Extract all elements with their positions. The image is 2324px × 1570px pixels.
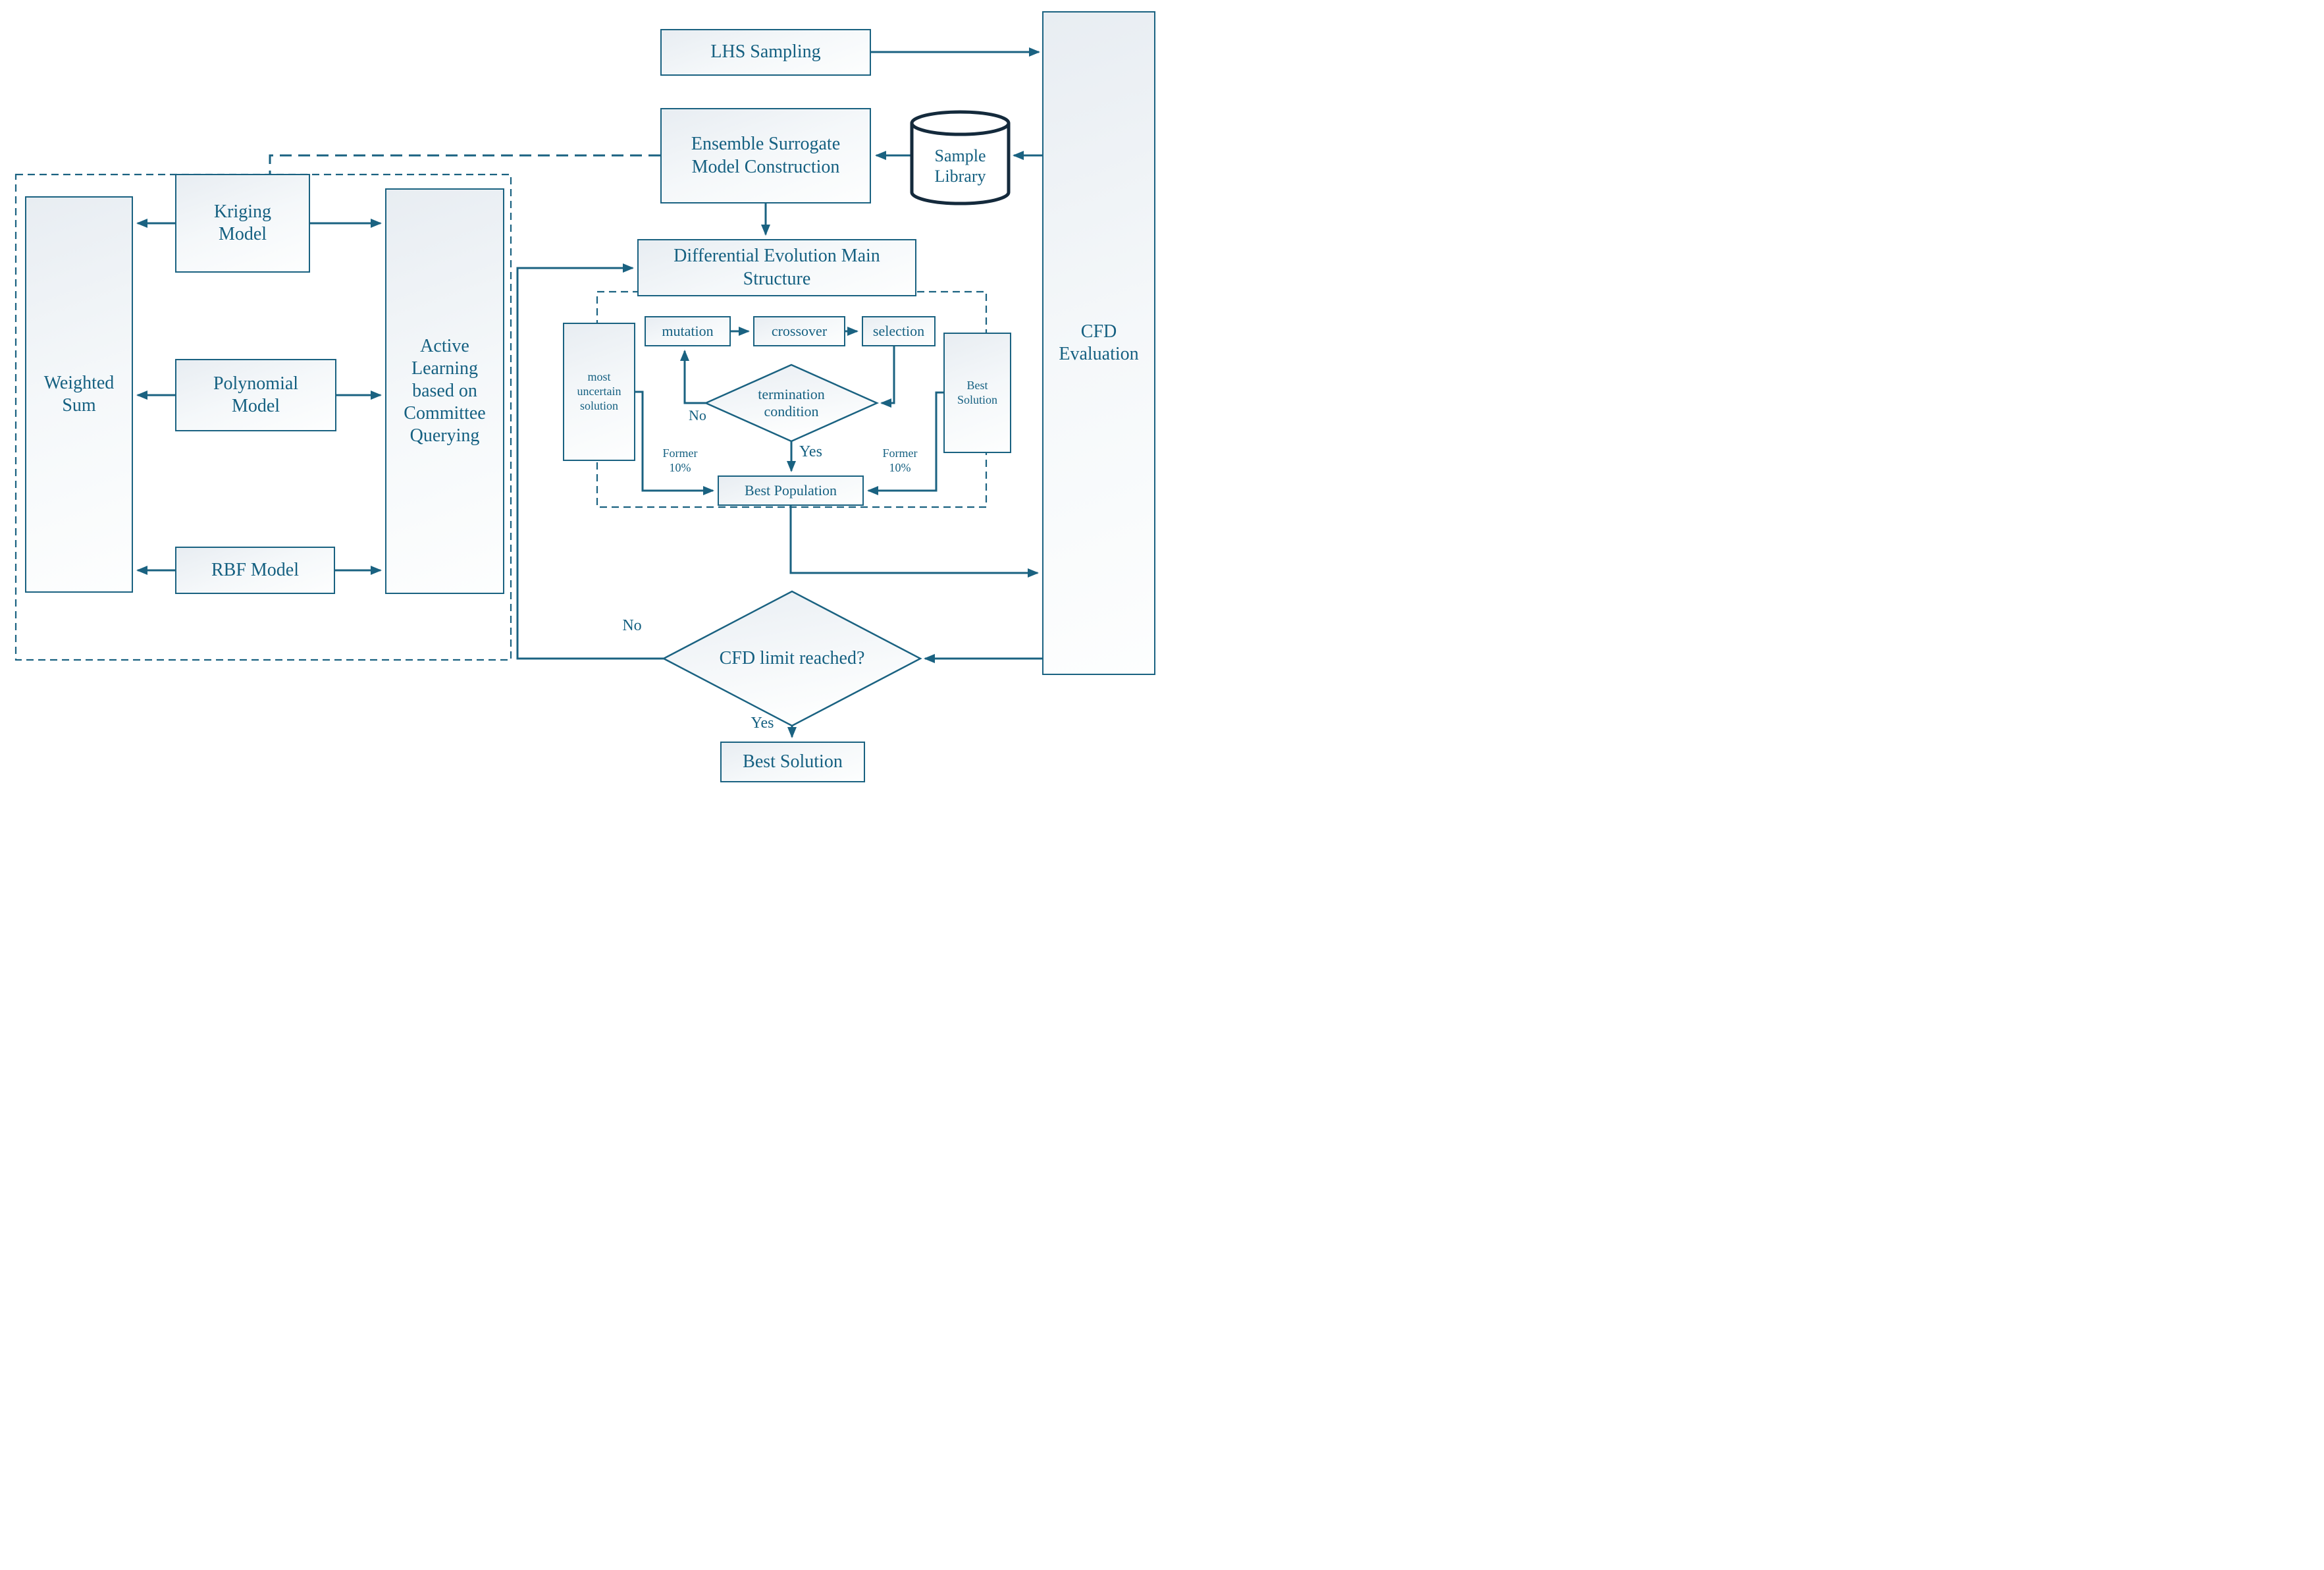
edge-selection-to-termination xyxy=(880,346,895,408)
weighted-sum-box: Weighted Sum xyxy=(25,196,133,593)
selection-box: selection xyxy=(862,316,936,346)
sample-library-label: Sample Library xyxy=(934,146,986,186)
termination-condition-label: termination condition xyxy=(758,385,825,420)
de-main-structure-label: Differential Evolution Main Structure xyxy=(673,246,880,289)
kriging-model-box: Kriging Model xyxy=(175,174,310,273)
active-learning-label: Active Learning based on Committee Query… xyxy=(404,335,486,447)
polynomial-model-label: Polynomial Model xyxy=(213,373,299,416)
crossover-box: crossover xyxy=(753,316,845,346)
selection-label: selection xyxy=(872,322,925,339)
ensemble-to-group-dashed-connector xyxy=(269,154,660,175)
lhs-sampling-label: LHS Sampling xyxy=(710,41,821,63)
best-solution-final-box: Best Solution xyxy=(720,742,865,782)
edge-most-uncertain-to-best-population xyxy=(635,391,714,495)
database-cylinder-icon xyxy=(910,110,1011,205)
cfd-limit-label: CFD limit reached? xyxy=(719,648,865,669)
best-population-label: Best Population xyxy=(745,481,837,499)
rbf-model-box: RBF Model xyxy=(175,547,335,594)
kriging-model-label: Kriging Model xyxy=(213,201,272,244)
best-population-box: Best Population xyxy=(718,475,864,506)
surrogate-group-dashed-border xyxy=(14,173,512,661)
active-learning-box: Active Learning based on Committee Query… xyxy=(385,188,504,594)
weighted-sum-label: Weighted Sum xyxy=(43,372,115,416)
ensemble-surrogate-label: Ensemble Surrogate Model Construction xyxy=(691,134,841,177)
cfd-limit-no-label: No xyxy=(622,617,642,634)
edge-termination-no-to-mutation xyxy=(680,350,706,404)
former-10-right-label: Former 10% xyxy=(882,447,918,474)
ensemble-surrogate-box: Ensemble Surrogate Model Construction xyxy=(660,108,871,203)
cfd-limit-yes-label: Yes xyxy=(751,715,774,732)
termination-yes-label: Yes xyxy=(799,443,822,460)
crossover-label: crossover xyxy=(771,322,828,339)
lhs-sampling-box: LHS Sampling xyxy=(660,29,871,76)
best-solution-inner-box: Best Solution xyxy=(943,333,1011,453)
rbf-model-label: RBF Model xyxy=(211,559,300,580)
de-main-structure-box: Differential Evolution Main Structure xyxy=(637,239,916,296)
termination-diamond xyxy=(703,364,880,443)
edge-best-solution-inner-to-best-population xyxy=(867,391,943,495)
cfd-limit-diamond xyxy=(662,590,922,727)
flowchart-canvas: LHS Sampling CFD Evaluation Ensemble Sur… xyxy=(0,0,1162,785)
polynomial-model-box: Polynomial Model xyxy=(175,359,336,431)
mutation-label: mutation xyxy=(662,322,714,339)
edge-best-population-to-cfd xyxy=(789,506,1039,578)
best-solution-inner-label: Best Solution xyxy=(957,378,997,406)
diagram-wires xyxy=(14,47,1042,738)
termination-no-label: No xyxy=(689,407,706,423)
cfd-evaluation-box: CFD Evaluation xyxy=(1042,11,1155,675)
mutation-box: mutation xyxy=(645,316,731,346)
most-uncertain-solution-label: most uncertain solution xyxy=(577,370,621,412)
edge-limit-no-to-de xyxy=(516,263,664,660)
former-10-left-label: Former 10% xyxy=(662,447,698,474)
best-solution-final-label: Best Solution xyxy=(743,751,843,772)
cfd-evaluation-label: CFD Evaluation xyxy=(1059,321,1139,364)
most-uncertain-solution-box: most uncertain solution xyxy=(563,323,635,461)
